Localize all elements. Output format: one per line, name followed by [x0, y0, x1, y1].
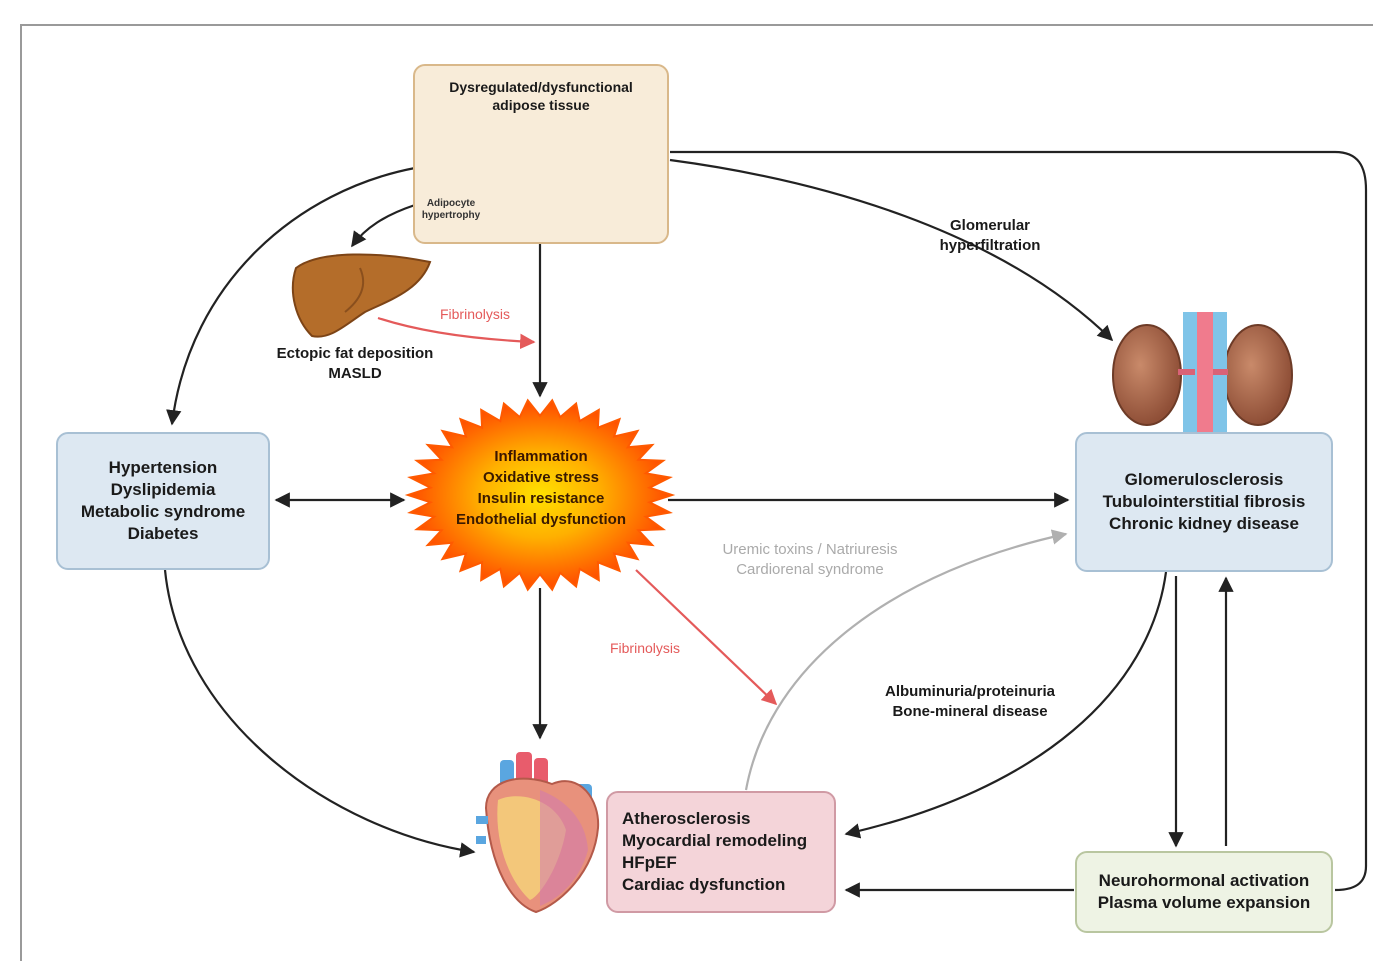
- metabolic-conditions-box: Hypertension Dyslipidemia Metabolic synd…: [56, 432, 270, 570]
- heart-icon: [476, 752, 600, 914]
- right-box-line1: Glomerulosclerosis: [1124, 470, 1284, 489]
- uremic-toxins-label: Uremic toxins / Natriuresis Cardiorenal …: [680, 540, 940, 580]
- neuro-box-line1: Neurohormonal activation: [1098, 871, 1310, 890]
- inflammation-text: Inflammation Oxidative stress Insulin re…: [452, 446, 630, 530]
- arrow-loop-adipose-neuro: [670, 150, 1368, 892]
- liver-label: Ectopic fat deposition MASLD: [250, 344, 460, 384]
- arrow-inflammation-to-cardiac-red: [635, 569, 778, 706]
- glomerular-line2: hyperfiltration: [939, 237, 1041, 254]
- inflammation-line2: Oxidative stress: [483, 469, 599, 486]
- adipose-tissue-box: Dysregulated/dysfunctional adipose tissu…: [413, 64, 669, 244]
- left-box-line1: Hypertension: [108, 458, 218, 477]
- fibrinolysis-bottom-label: Fibrinolysis: [570, 638, 720, 658]
- cardiac-box-line2: Myocardial remodeling: [622, 831, 808, 850]
- albuminuria-label: Albuminuria/proteinuria Bone-mineral dis…: [850, 682, 1090, 722]
- fibrinolysis-top-label: Fibrinolysis: [400, 304, 550, 324]
- cardiac-box-line1: Atherosclerosis: [622, 809, 751, 828]
- adipocyte-label: Adipocyte hypertrophy: [416, 198, 486, 222]
- fibrinolysis-top-text: Fibrinolysis: [439, 306, 510, 322]
- arrow-adipose-to-left-box: [166, 166, 416, 426]
- arrow-right-box-to-cardiac: [844, 571, 1168, 839]
- glomerular-line1: Glomerular: [949, 217, 1031, 234]
- cardiac-box-line3: HFpEF: [622, 853, 677, 872]
- fibrinolysis-bottom-text: Fibrinolysis: [609, 640, 680, 656]
- liver-label-line2: MASLD: [328, 365, 382, 382]
- right-box-line3: Chronic kidney disease: [1109, 514, 1299, 533]
- liver-icon: [291, 253, 432, 338]
- inflammation-line4: Endothelial dysfunction: [455, 511, 626, 528]
- uremic-line2: Cardiorenal syndrome: [736, 561, 884, 578]
- arrow-adipose-to-liver: [351, 203, 416, 248]
- arrow-cardiac-to-right-box-grey: [744, 529, 1068, 791]
- right-box-line2: Tubulointerstitial fibrosis: [1102, 492, 1306, 511]
- inflammation-line1: Inflammation: [494, 448, 588, 465]
- adipocyte-label-line1: Adipocyte: [426, 198, 476, 209]
- neuro-box-line2: Plasma volume expansion: [1097, 893, 1311, 912]
- kidneys-icon: [1112, 312, 1293, 436]
- cardiac-disease-box: Atherosclerosis Myocardial remodeling HF…: [606, 791, 836, 913]
- albuminuria-line2: Bone-mineral disease: [892, 703, 1048, 720]
- neurohormonal-box: Neurohormonal activation Plasma volume e…: [1075, 851, 1333, 933]
- adipose-title-line2: adipose tissue: [492, 97, 590, 113]
- albuminuria-line1: Albuminuria/proteinuria: [884, 683, 1055, 700]
- adipocyte-label-line2: hypertrophy: [421, 210, 481, 221]
- arrow-adipose-to-kidneys: [669, 158, 1114, 342]
- glomerular-hyperfiltration-label: Glomerular hyperfiltration: [900, 216, 1080, 256]
- figure-frame: [20, 24, 1373, 961]
- inflammation-line3: Insulin resistance: [477, 490, 605, 507]
- arrows: [163, 150, 1368, 898]
- kidney-disease-box: Glomerulosclerosis Tubulointerstitial fi…: [1075, 432, 1333, 572]
- liver-label-line1: Ectopic fat deposition: [276, 345, 434, 362]
- cardiac-box-line4: Cardiac dysfunction: [622, 875, 786, 894]
- uremic-line1: Uremic toxins / Natriuresis: [722, 541, 898, 558]
- adipose-title-line1: Dysregulated/dysfunctional: [449, 79, 633, 95]
- left-box-line2: Dyslipidemia: [110, 480, 216, 499]
- left-box-line4: Diabetes: [127, 524, 199, 543]
- inflammation-starburst: [404, 398, 676, 592]
- arrow-left-box-to-heart: [163, 569, 476, 858]
- left-box-line3: Metabolic syndrome: [80, 502, 246, 521]
- arrow-liver-to-inflammation: [377, 316, 536, 350]
